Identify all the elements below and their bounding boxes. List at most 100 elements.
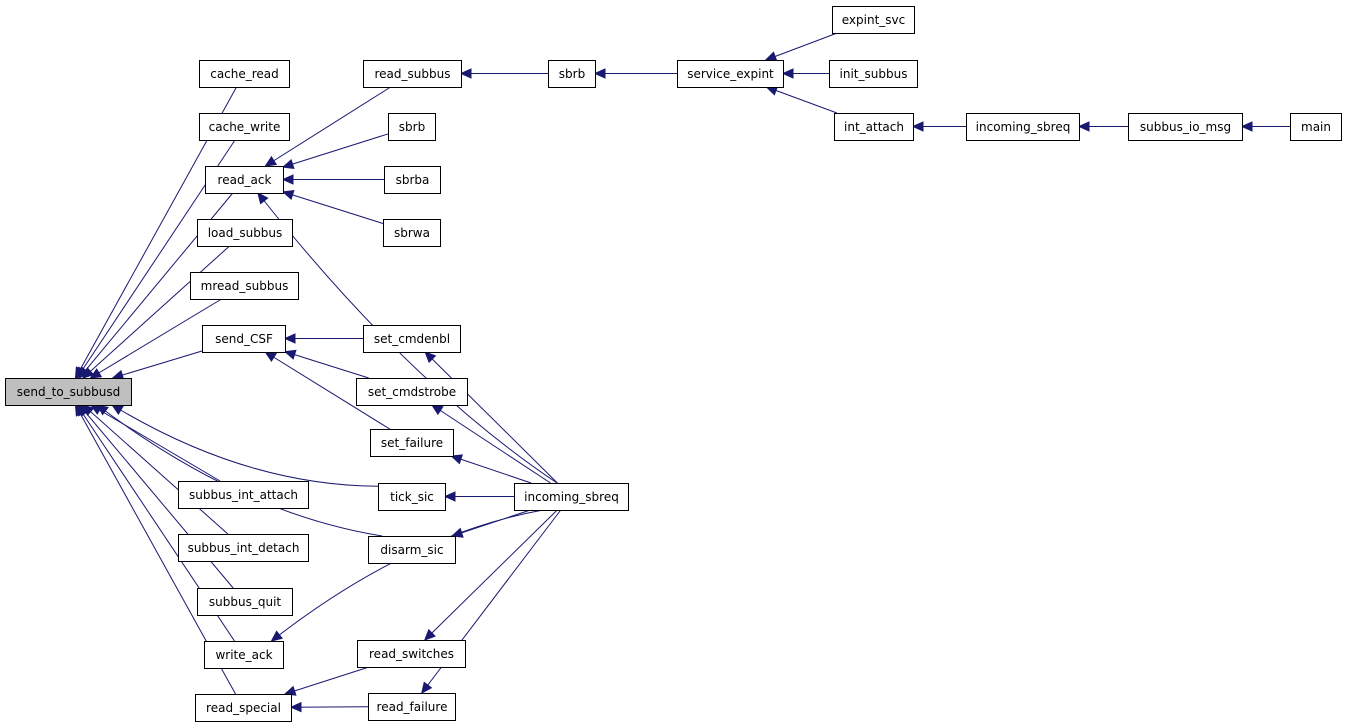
arrowhead — [459, 68, 472, 79]
node-subbus_int_detach[interactable]: subbus_int_detach — [178, 534, 309, 562]
edge-incoming_sbreq_a-to-read_failure — [421, 509, 562, 694]
node-box[interactable] — [514, 483, 629, 511]
edge-incoming_sbreq_a-to-read_ack — [257, 192, 558, 484]
node-set_failure[interactable]: set_failure — [370, 429, 454, 457]
node-box[interactable] — [356, 378, 468, 406]
edge-sbrwa-to-read_ack — [282, 191, 384, 224]
node-write_ack[interactable]: write_ack — [204, 641, 284, 669]
node-subbus_io_msg[interactable]: subbus_io_msg — [1128, 113, 1243, 141]
arrowhead — [257, 192, 269, 205]
node-int_attach[interactable]: int_attach — [834, 113, 914, 141]
node-box[interactable] — [834, 113, 914, 141]
node-box[interactable] — [190, 272, 299, 300]
node-sbrwa[interactable]: sbrwa — [383, 219, 441, 247]
node-sbrba[interactable]: sbrba — [384, 166, 441, 194]
node-box[interactable] — [368, 693, 456, 721]
arrowhead — [423, 628, 436, 641]
node-box[interactable] — [1128, 113, 1243, 141]
node-box[interactable] — [832, 6, 915, 34]
arrowhead — [1240, 121, 1253, 132]
node-read_switches[interactable]: read_switches — [357, 640, 466, 668]
edge-incoming_sbreq_a-to-set_cmdstrobe — [431, 404, 551, 484]
node-box[interactable] — [384, 166, 441, 194]
node-read_special[interactable]: read_special — [195, 694, 292, 722]
root-node-box — [5, 378, 132, 406]
edge-incoming_sbreq_a-to-disarm_sic — [451, 509, 531, 537]
node-read_ack[interactable]: read_ack — [205, 166, 284, 194]
node-read_subbus[interactable]: read_subbus — [363, 60, 462, 88]
node-box[interactable] — [677, 60, 784, 88]
node-box[interactable] — [383, 219, 441, 247]
node-box[interactable] — [205, 166, 284, 194]
node-box[interactable] — [966, 113, 1080, 141]
edge-disarm_sic-to-send_to_subbusd — [97, 404, 383, 537]
node-main[interactable]: main — [1290, 113, 1342, 141]
arrowhead — [264, 155, 278, 167]
node-expint_svc[interactable]: expint_svc — [832, 6, 915, 34]
node-set_cmdstrobe[interactable]: set_cmdstrobe — [356, 378, 468, 406]
edge-int_attach-to-service_expint — [766, 86, 838, 114]
edge-tick_sic-to-send_to_subbusd — [111, 404, 379, 487]
node-sbrb_a[interactable]: sbrb — [548, 60, 596, 88]
node-box[interactable] — [204, 641, 284, 669]
edge-incoming_sbreq_a-to-set_failure — [451, 455, 532, 484]
node-box[interactable] — [195, 694, 292, 722]
node-send_CSF[interactable]: send_CSF — [202, 325, 286, 353]
node-incoming_sbreq_a[interactable]: incoming_sbreq — [514, 483, 629, 511]
edge-sbrb_b-to-read_ack — [282, 133, 389, 168]
node-box[interactable] — [178, 534, 309, 562]
arrowhead — [82, 367, 95, 379]
arrowhead — [289, 701, 302, 713]
node-subbus_quit[interactable]: subbus_quit — [197, 588, 293, 616]
edge-set_cmdstrobe-to-send_CSF — [284, 351, 369, 379]
node-load_subbus[interactable]: load_subbus — [197, 219, 293, 247]
arrowhead — [443, 491, 456, 502]
edge-expint_svc-to-service_expint — [765, 32, 838, 61]
node-box[interactable] — [1290, 113, 1342, 141]
node-box[interactable] — [357, 640, 466, 668]
node-send_to_subbusd: send_to_subbusd — [5, 378, 132, 406]
node-box[interactable] — [202, 325, 286, 353]
node-cache_read[interactable]: cache_read — [199, 60, 290, 88]
node-sbrb_b[interactable]: sbrb — [388, 113, 436, 141]
node-init_subbus[interactable]: init_subbus — [829, 60, 918, 88]
arrowhead — [89, 368, 103, 379]
node-box[interactable] — [178, 481, 309, 509]
edge-subbus_quit-to-send_to_subbusd — [78, 404, 234, 589]
node-tick_sic[interactable]: tick_sic — [378, 483, 446, 511]
arrowhead — [911, 121, 924, 132]
node-box[interactable] — [548, 60, 596, 88]
edge-read_subbus-to-read_ack — [265, 86, 391, 167]
edge-send_CSF-to-send_to_subbusd — [112, 350, 203, 379]
edge-read_ack-to-send_to_subbusd — [78, 192, 234, 379]
arrowhead — [593, 68, 606, 79]
node-box[interactable] — [378, 483, 446, 511]
node-box[interactable] — [199, 113, 290, 141]
node-box[interactable] — [197, 219, 293, 247]
node-service_expint[interactable]: service_expint — [677, 60, 784, 88]
node-disarm_sic[interactable]: disarm_sic — [368, 536, 456, 564]
node-box[interactable] — [199, 60, 290, 88]
node-incoming_sbreq_b[interactable]: incoming_sbreq — [966, 113, 1080, 141]
arrowhead — [421, 681, 433, 694]
node-box[interactable] — [368, 536, 456, 564]
node-set_cmdenbl[interactable]: set_cmdenbl — [363, 325, 461, 353]
edge-subbus_int_detach-to-send_to_subbusd — [82, 404, 229, 535]
node-read_failure[interactable]: read_failure — [368, 693, 456, 721]
node-box[interactable] — [388, 113, 436, 141]
arrowhead — [283, 349, 297, 360]
arrowhead — [283, 685, 297, 696]
nodes-layer: send_to_subbusdcache_readcache_writeread… — [5, 6, 1342, 722]
edge-incoming_sbreq_a-to-read_switches — [424, 509, 558, 641]
node-box[interactable] — [197, 588, 293, 616]
arrowhead — [111, 404, 124, 415]
arrowhead — [74, 403, 86, 417]
node-box[interactable] — [829, 60, 918, 88]
node-subbus_int_attach[interactable]: subbus_int_attach — [178, 481, 309, 509]
node-box[interactable] — [370, 429, 454, 457]
node-mread_subbus[interactable]: mread_subbus — [190, 272, 299, 300]
node-box[interactable] — [363, 60, 462, 88]
node-box[interactable] — [363, 325, 461, 353]
node-cache_write[interactable]: cache_write — [199, 113, 290, 141]
